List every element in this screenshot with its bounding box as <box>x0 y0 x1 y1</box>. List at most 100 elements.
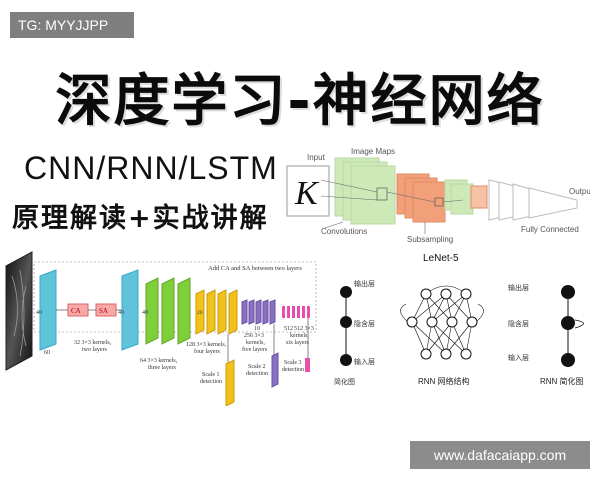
detector-t64: 64 3×3 kernels, <box>140 358 178 364</box>
lenet-sub-label: Subsampling <box>407 235 453 244</box>
detector-yellow-block-2 <box>206 289 216 335</box>
rnn-left-in-node <box>340 354 352 366</box>
lenet-line-conv <box>324 221 344 229</box>
detector-pink-block-3 <box>292 306 295 318</box>
detector-n40a: 40 <box>36 310 42 316</box>
rnn-left-hid-label: 隐含层 <box>354 319 375 328</box>
detector-t256c: five layers <box>242 346 268 353</box>
rnn-right-in-label: 输入层 <box>508 353 529 362</box>
rnn-left-caption: 简化图 <box>334 377 355 386</box>
lenet-fc-label: Fully Connected <box>521 225 579 234</box>
detector-t128b: four layers <box>194 348 220 355</box>
detector-diagram: Add CA and SA between two layers 40 60 C… <box>5 251 317 406</box>
rnn-net-hid-3 <box>446 316 458 328</box>
lenet-output-label: Output <box>569 187 590 196</box>
rnn-net-in-2 <box>440 348 452 360</box>
lenet-kernel-1 <box>376 187 388 201</box>
detector-cyan-block-1 <box>39 269 57 351</box>
lenet-diagram: Input Image Maps K Output Convolutions S <box>286 147 590 264</box>
detector-purple-block-3 <box>255 299 262 325</box>
detector-t512c: six layers <box>286 340 309 346</box>
watermark-url: www.dafacaiapp.com <box>410 441 590 469</box>
rnn-left-out-label: 输出层 <box>354 279 375 288</box>
rnn-right-out-node <box>561 285 575 299</box>
detector-yellow-block-3 <box>217 289 227 335</box>
tg-tag: TG: MYYJJPP <box>10 12 134 38</box>
detector-t128: 128 3×3 kernels, <box>186 342 227 348</box>
detector-t32: 32 3×3 kernels, <box>74 340 112 346</box>
rnn-net-hid-2 <box>426 316 438 328</box>
rnn-net-caption: RNN 网络结构 <box>418 376 470 386</box>
detector-purple-block-5 <box>269 299 276 325</box>
detector-s1: Scale 1 <box>202 372 220 378</box>
detector-header: Add CA and SA between two layers <box>208 265 302 272</box>
rnn-net-out-3 <box>460 288 472 300</box>
lenet-map-salmon-3 <box>412 181 446 223</box>
rnn-left-hid-node <box>340 316 352 328</box>
lenet-conv-label: Convolutions <box>321 227 367 236</box>
detector-n20: 20 <box>197 310 203 316</box>
detector-n10: 10 <box>254 326 260 332</box>
detector-t256: 256 3×3 <box>244 333 264 339</box>
lenet-caption: LeNet-5 <box>423 253 459 264</box>
lenet-input-char: K <box>294 175 320 212</box>
rnn-right-out-label: 输出层 <box>508 283 529 292</box>
detector-scale-block-1 <box>225 359 235 406</box>
rnn-net-out-2 <box>440 288 452 300</box>
rnn-left-out-node <box>340 286 352 298</box>
lenet-map-green-5 <box>450 183 474 215</box>
detector-input-image <box>5 251 33 371</box>
lenet-line-1 <box>320 179 378 193</box>
rnn-net-out-1 <box>420 288 432 300</box>
detector-s2b: detection <box>246 371 268 377</box>
detector-s3b: detection <box>282 367 304 373</box>
detector-green-block-1 <box>145 277 159 345</box>
detector-t64b: three layers <box>148 365 176 371</box>
detector-yellow-block-4 <box>228 289 238 335</box>
detector-green-block-2 <box>161 277 175 345</box>
rnn-right-caption: RNN 简化图 <box>540 376 584 386</box>
detector-s2: Scale 2 <box>248 364 266 370</box>
rnn-diagram: 输出层 隐含层 输入层 简化图 RNN 网络结构 <box>334 279 584 386</box>
detector-t256b: kernels, <box>246 340 265 346</box>
lenet-line-4 <box>442 199 464 203</box>
lenet-input-box <box>286 165 330 217</box>
detector-t32b: two layers <box>82 347 107 353</box>
lenet-line-2 <box>320 195 378 201</box>
detector-s3: Scale 3 <box>284 360 302 366</box>
detector-n60: 60 <box>44 350 50 356</box>
lenet-fc-fan-4 <box>528 187 578 219</box>
detector-dashed-box <box>33 261 317 333</box>
page-title: 深度学习-神经网络 <box>55 69 545 134</box>
rnn-right-hid-label: 隐含层 <box>508 319 529 328</box>
detector-s1b: detection <box>200 379 222 385</box>
detector-t512b: kernels, <box>290 333 309 339</box>
detector-cyan-block-2 <box>121 269 139 351</box>
detector-pink-block-5 <box>302 306 305 318</box>
detector-pink-block-6 <box>307 306 310 318</box>
detector-n512: 512 <box>284 326 293 332</box>
rnn-right-hid-node <box>561 316 575 330</box>
rnn-net-hid-4 <box>466 316 478 328</box>
lenet-input-label: Input <box>307 153 326 162</box>
detector-purple-block-1 <box>241 299 248 325</box>
detector-green-block-3 <box>177 277 191 345</box>
rnn-left-in-label: 输入层 <box>354 357 375 366</box>
subtitle-models: CNN/RNN/LSTM <box>24 150 278 186</box>
lenet-map-green-3 <box>350 165 396 225</box>
detector-purple-block-2 <box>248 299 255 325</box>
detector-pink-block-1 <box>282 306 285 318</box>
detector-scale-block-3 <box>305 358 310 372</box>
detector-pink-block-2 <box>287 306 290 318</box>
detector-yellow-block-1 <box>195 289 205 335</box>
rnn-net-in-1 <box>420 348 432 360</box>
subtitle-desc: 原理解读+实战讲解 <box>12 203 269 234</box>
lenet-map-salmon-4 <box>470 185 488 209</box>
lenet-maps-label: Image Maps <box>351 147 395 156</box>
rnn-net-hid-1 <box>406 316 418 328</box>
rnn-right-in-node <box>561 353 575 367</box>
lenet-line-3 <box>386 191 436 203</box>
detector-n40b: 40 <box>118 310 124 316</box>
rnn-right-loop <box>574 319 584 329</box>
